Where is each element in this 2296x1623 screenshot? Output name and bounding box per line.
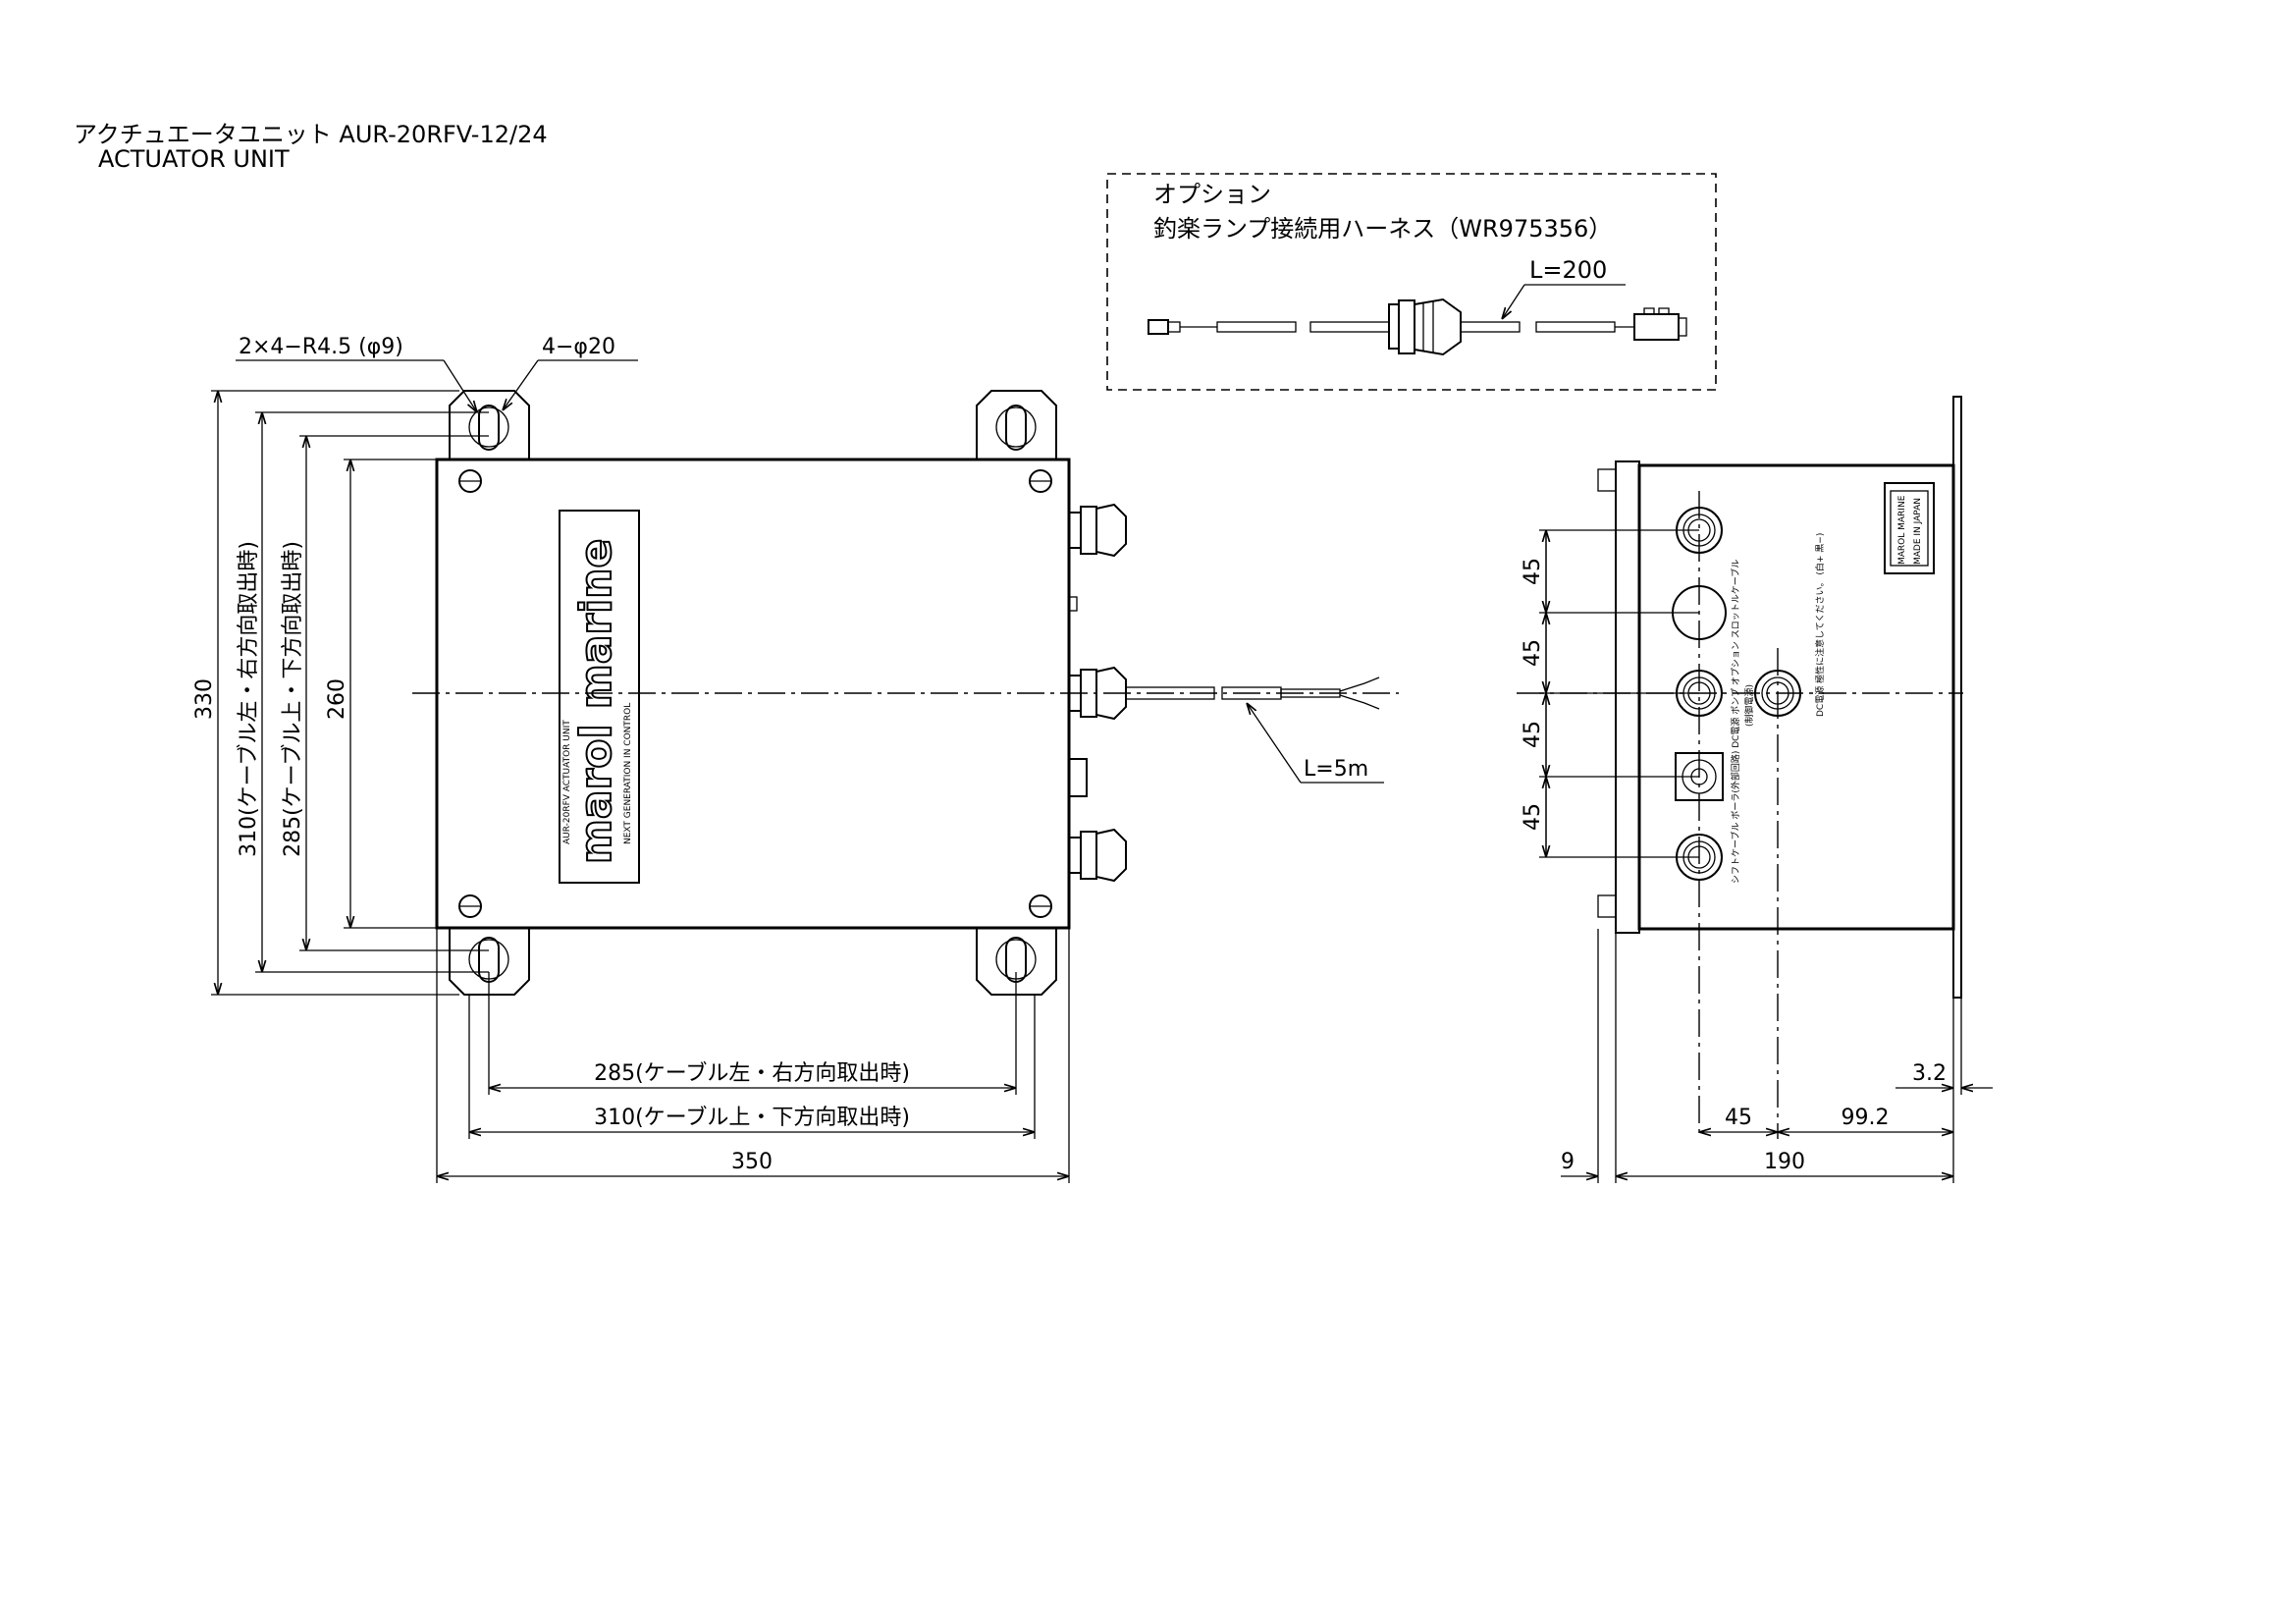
front-view: marol marine NEXT GENERATION IN CONTROL … — [192, 335, 1963, 1183]
brand-fine-print: AUR-20RFV ACTUATOR UNIT — [562, 720, 572, 844]
harness-drawing — [1148, 298, 1687, 356]
option-heading: オプション — [1153, 181, 1271, 208]
name-plate-line-1: MAROL MARINE — [1897, 495, 1907, 565]
dim-310-horizontal: 310(ケーブル上・下方向取出時) — [594, 1106, 910, 1130]
name-plate-line-2: MADE IN JAPAN — [1913, 498, 1923, 565]
cable-length-label: L=5m — [1304, 757, 1368, 782]
mounting-ear-top-right — [976, 390, 1057, 460]
drawing-title: アクチュエータユニット AUR-20RFV-12/24 — [74, 121, 548, 148]
option-harness-name: 釣楽ランプ接続用ハーネス（WR975356） — [1153, 215, 1612, 243]
option-harness-box: オプション 釣楽ランプ接続用ハーネス（WR975356） L=200 — [1106, 173, 1717, 391]
port-labels-column-1b: (制御電源) — [1743, 684, 1755, 727]
pitch-dim-3: 45 — [1521, 721, 1545, 748]
corner-screw — [458, 894, 482, 918]
dim-9: 9 — [1561, 1150, 1575, 1174]
dim-99-2: 99.2 — [1842, 1106, 1890, 1130]
pitch-dim-1: 45 — [1521, 558, 1545, 585]
port-labels-column-1: シフトケーブル ボーラ(外部回路) DC電源 ポンプ オプション スロットルケー… — [1730, 560, 1741, 884]
name-plate: MAROL MARINE MADE IN JAPAN — [1884, 482, 1935, 574]
side-flange — [1615, 460, 1640, 934]
option-harness-length: L=200 — [1529, 256, 1607, 284]
corner-screw — [1029, 894, 1052, 918]
brand-label-plate: marol marine NEXT GENERATION IN CONTROL … — [559, 510, 640, 884]
pitch-dim-4: 45 — [1521, 803, 1545, 831]
corner-screw — [458, 469, 482, 493]
dim-3-2: 3.2 — [1912, 1061, 1947, 1086]
dim-285-horizontal: 285(ケーブル左・右方向取出時) — [594, 1061, 910, 1086]
side-feature — [1068, 596, 1078, 612]
cable-gland-bottom — [1068, 828, 1127, 883]
boss-spec-label: 4−φ20 — [542, 335, 615, 359]
dim-260: 260 — [325, 678, 349, 720]
dim-310-vertical: 310(ケーブル左・右方向取出時) — [237, 541, 261, 857]
brand-tagline: NEXT GENERATION IN CONTROL — [623, 703, 633, 844]
corner-screw — [1029, 469, 1052, 493]
brand-logo: marol marine — [571, 539, 621, 864]
dim-285-vertical: 285(ケーブル上・下方向取出時) — [281, 541, 305, 857]
pitch-dim-2: 45 — [1521, 639, 1545, 667]
hole-spec-label: 2×4−R4.5 (φ9) — [239, 335, 403, 359]
side-connector-stub — [1068, 758, 1088, 797]
dim-190: 190 — [1764, 1150, 1805, 1174]
port-labels-column-2: DC電源 極性に注意してください。 (白+ 黒−) — [1814, 533, 1826, 717]
side-view: シフトケーブル ボーラ(外部回路) DC電源 ポンプ オプション スロットルケー… — [1521, 396, 1993, 1183]
dim-45-horizontal: 45 — [1725, 1106, 1752, 1130]
dim-330: 330 — [192, 678, 217, 720]
back-plate — [1952, 396, 1962, 999]
drawing-subtitle: ACTUATOR UNIT — [98, 145, 290, 173]
dim-350: 350 — [731, 1150, 773, 1174]
mounting-ear-top-left — [449, 390, 530, 460]
cable-gland-top — [1068, 503, 1127, 558]
